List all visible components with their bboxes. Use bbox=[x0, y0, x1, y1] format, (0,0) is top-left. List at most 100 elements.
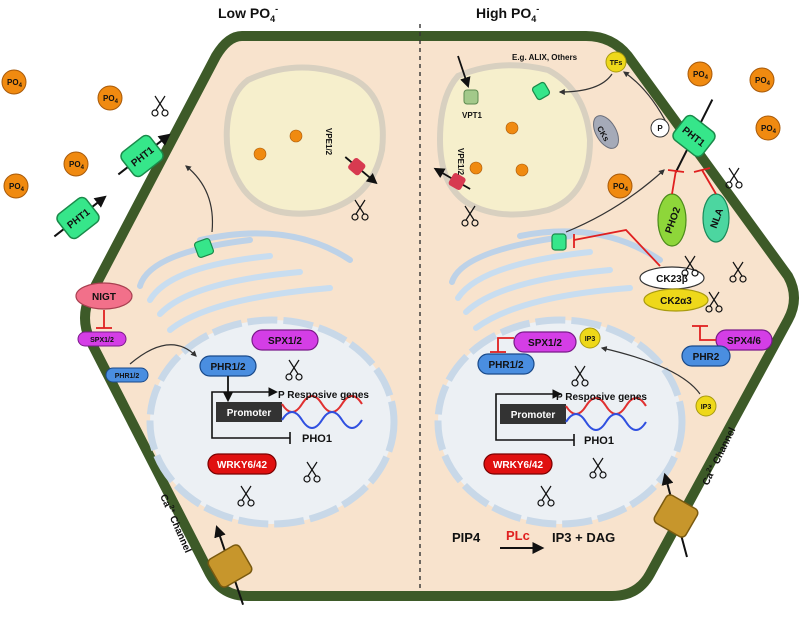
ip3-arrow bbox=[600, 346, 701, 395]
scissors-icon bbox=[589, 457, 607, 479]
phr-import-arrow bbox=[129, 344, 197, 365]
po4-ion: PO4 bbox=[97, 85, 123, 111]
po4-ion: PO4 bbox=[1, 69, 27, 95]
plc-label: PLc bbox=[506, 528, 530, 543]
phr2-label: PHR2 bbox=[693, 352, 720, 363]
p-to-tfs-arrow bbox=[623, 71, 669, 127]
scissors-icon bbox=[237, 485, 255, 507]
wrky-node bbox=[483, 453, 553, 475]
scissors-icons bbox=[151, 95, 747, 507]
wrky-label: WRKY6/42 bbox=[493, 460, 543, 471]
po4-ion: PO4 bbox=[3, 173, 29, 199]
dna-helix bbox=[565, 397, 647, 415]
spx46-inhibit bbox=[699, 326, 716, 341]
phr12-nuclear bbox=[477, 353, 535, 375]
tfs-node bbox=[605, 51, 627, 73]
scissors-icon bbox=[705, 291, 723, 313]
header-low-po4: Low PO4- bbox=[218, 4, 278, 24]
pip4-label: PIP4 bbox=[452, 530, 481, 545]
promoter-box bbox=[216, 402, 282, 422]
vpe-label: VPE1/2 bbox=[456, 148, 465, 176]
ca-channel bbox=[207, 525, 253, 605]
nigt-node bbox=[75, 282, 133, 310]
svg-text:PO4: PO4 bbox=[9, 182, 25, 193]
phr12-node bbox=[105, 367, 149, 383]
p-responsive-label: P Resposive genes bbox=[556, 392, 647, 403]
wrky-label: WRKY6/42 bbox=[217, 460, 267, 471]
scissors-icon bbox=[725, 167, 743, 189]
spx12-node bbox=[77, 331, 127, 347]
spx-inhibit bbox=[497, 337, 514, 352]
wrky-node bbox=[207, 453, 277, 475]
spx12-nuclear bbox=[251, 329, 319, 351]
vacuole-po4 bbox=[253, 121, 529, 177]
tfs-arrow bbox=[558, 73, 613, 95]
po4-ion: PO4 bbox=[607, 173, 633, 199]
dna-helix bbox=[565, 413, 647, 431]
phosphate-p-label: P bbox=[657, 124, 663, 133]
spx12-nuclear bbox=[513, 331, 577, 353]
spx12-label: SPX1/2 bbox=[90, 337, 114, 344]
cks-node bbox=[593, 115, 619, 149]
pht1-transporter: PHT1 bbox=[672, 99, 716, 173]
svg-text:PO4: PO4 bbox=[7, 78, 23, 89]
p-responsive-label: P Resposive genes bbox=[278, 390, 369, 401]
scissors-icon bbox=[461, 205, 479, 227]
pht1-vesicle bbox=[193, 237, 215, 259]
svg-text:PO4: PO4 bbox=[103, 94, 119, 105]
er-left bbox=[137, 230, 353, 333]
scissors-icon bbox=[285, 359, 303, 381]
pho1-inhibit bbox=[495, 436, 574, 441]
svg-text:PO4: PO4 bbox=[69, 160, 85, 171]
svg-text:PO4: PO4 bbox=[761, 124, 777, 135]
phr12-nuclear-label: PHR1/2 bbox=[210, 362, 245, 373]
tfs-label: TFs bbox=[610, 60, 623, 67]
ip3-dag-label: IP3 + DAG bbox=[552, 530, 615, 545]
po4-ion: PO4 bbox=[749, 67, 775, 93]
promoter-arrow bbox=[211, 387, 278, 434]
vpe-label: VPE1/2 bbox=[324, 128, 333, 156]
svg-text:PO4: PO4 bbox=[755, 76, 771, 87]
po4-ion: PO4 bbox=[755, 115, 781, 141]
promoter-arrow bbox=[495, 389, 562, 436]
alix-label: E.g. ALIX, Others bbox=[512, 53, 578, 62]
scissors-icon bbox=[151, 95, 169, 117]
vpt1-label: VPT1 bbox=[462, 111, 483, 120]
phr2-node bbox=[681, 345, 731, 367]
pht1-transporter: PHT1 bbox=[53, 195, 107, 240]
pht1-vesicle bbox=[551, 233, 567, 251]
spx12-nuclear-label: SPX1/2 bbox=[268, 336, 302, 347]
ca-channel bbox=[653, 472, 699, 558]
pho1-inhibit bbox=[211, 434, 290, 439]
scissors-icon bbox=[303, 461, 321, 483]
vpt1-transporter bbox=[463, 89, 479, 105]
pht1-transporter: PHT1 bbox=[117, 133, 171, 178]
vacuole-right bbox=[436, 62, 594, 218]
ip3-node bbox=[579, 327, 601, 349]
inhibition-lines bbox=[667, 167, 717, 195]
nigt-label: NIGT bbox=[92, 292, 116, 303]
vpe-transporter bbox=[344, 156, 378, 185]
ck23b-label: CK23β bbox=[656, 274, 688, 285]
trafficking-arrow bbox=[185, 165, 214, 233]
spx46-label: SPX4/6 bbox=[727, 336, 761, 347]
scissors-icon bbox=[729, 261, 747, 283]
po4-ion: PO4 bbox=[687, 61, 713, 87]
spx12-nuclear-label: SPX1/2 bbox=[528, 338, 562, 349]
promoter-label: Promoter bbox=[511, 410, 556, 421]
pht1-vesicle bbox=[531, 81, 551, 101]
dna-helix bbox=[281, 395, 363, 413]
ck2-inhibits-vesicle bbox=[573, 229, 661, 267]
phosphate-p-node bbox=[650, 118, 670, 138]
ip3-node bbox=[695, 395, 717, 417]
vpt1-arrow bbox=[457, 55, 471, 89]
svg-text:PO4: PO4 bbox=[613, 182, 629, 193]
vpe-transporter bbox=[433, 167, 471, 190]
scissors-icon bbox=[571, 365, 589, 387]
ip3-label: IP3 bbox=[585, 336, 596, 343]
phr12-nuclear-label: PHR1/2 bbox=[488, 360, 523, 371]
promoter-box bbox=[500, 404, 566, 424]
dna-helix bbox=[281, 411, 363, 429]
